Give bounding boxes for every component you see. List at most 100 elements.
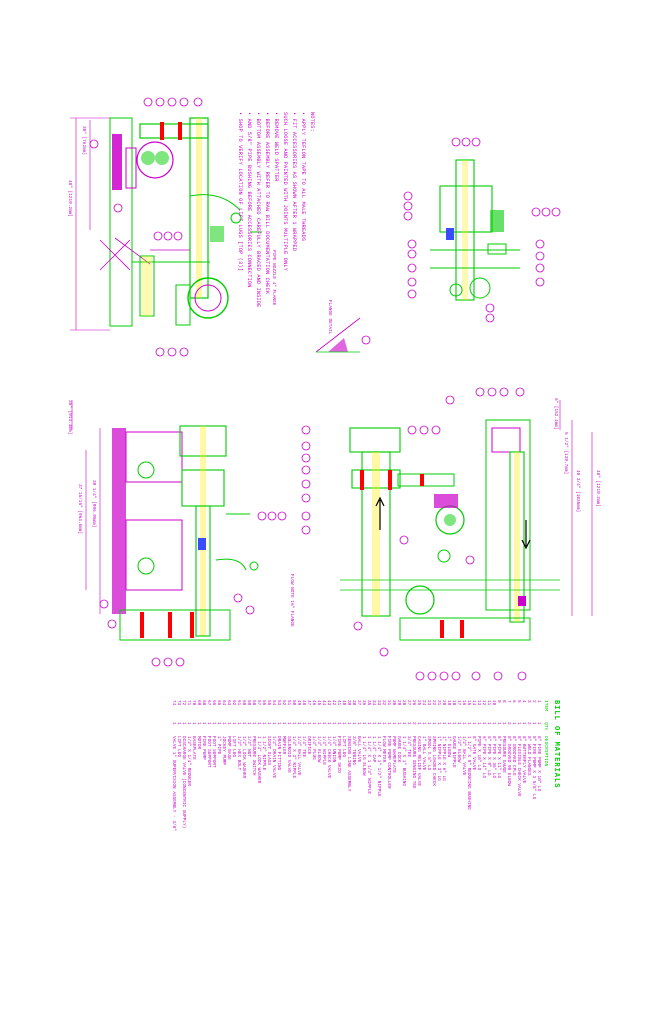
bom-qty: 1 (241, 722, 246, 725)
bom-description: PUMP NAMEPLATE (391, 736, 396, 773)
bom-item-number: 20 (441, 700, 446, 706)
note-line: • SHOP TO VERIFY LOCATION OF LIFT LUGS [… (237, 112, 243, 272)
note-line: • APPLY TEFLON TAPE TO ALL MALE THREADS (300, 112, 306, 242)
flange-detail-label: FLANGE DETAIL (327, 300, 332, 335)
top-right-detail-view (403, 137, 561, 323)
bom-qty: 1 (306, 722, 311, 725)
bom-item-number: 42 (331, 700, 336, 706)
bom-qty: 1 (266, 722, 271, 725)
bom-item-number: 66 (211, 700, 216, 706)
bom-description: 1/2" BALL VALVE (461, 736, 466, 776)
bom-description: PIPE X 10" LG (476, 736, 481, 771)
bom-qty: 1 (281, 722, 286, 725)
bom-item-number: 62 (231, 700, 236, 706)
bom-description: 1/4" UNION (331, 736, 336, 763)
bom-item-number: 24 (421, 700, 426, 706)
bom-item-number: 46 (311, 700, 316, 706)
bom-row: 1611/2" BALL VALVE (461, 700, 466, 831)
bom-item-number: 67 (206, 700, 211, 706)
bom-description: FIRE PUMP SKID (336, 736, 341, 773)
bom-item-number: 3 (526, 700, 531, 703)
bom-description: LIFT LUG (341, 736, 346, 758)
bom-row: 518" FLEXIBLE CHECK VALVE (516, 700, 521, 831)
bom-row: 728" GROOVED 90 ELBOW (506, 700, 511, 831)
bom-qty: 1 (486, 722, 491, 725)
bom-qty: 1 (481, 722, 486, 725)
bom-row: 6511" PIPE (216, 700, 221, 831)
bom-qty: 1 (176, 722, 181, 725)
bom-item-number: 19 (446, 700, 451, 706)
dim-left-bot1: 39 1/4" [996.95mm] (91, 480, 96, 528)
bom-item-number: 16 (461, 700, 466, 706)
bom-qty: 1 (436, 722, 441, 725)
bom-qty: 1 (406, 722, 411, 725)
bom-description: 1/2" LOCK WASHER (241, 736, 246, 779)
bom-item-number: 57 (256, 700, 261, 706)
bom-qty: 1 (366, 722, 371, 725)
bom-qty: 1 (326, 722, 331, 725)
bom-description: 6" PIPE X 14" LG (481, 736, 486, 779)
bom-description: PUMP BASE (226, 736, 231, 760)
bom-description: 1/4" TEE (301, 736, 306, 758)
bom-item-number: 7 (506, 700, 511, 703)
bom-item-number: 23 (426, 700, 431, 706)
bom-qty: 1 (376, 722, 381, 725)
bom-item-number: 38 (351, 700, 356, 706)
bom-row: 2011" NIPPLE X 6" LG (441, 700, 446, 831)
bom-qty: 1 (201, 722, 206, 725)
bom-qty: 1 (291, 722, 296, 725)
top-left-elevation-view (70, 97, 262, 357)
bom-item-number: 55 (266, 700, 271, 706)
bom-row: 181GAUGE NIPPLE (451, 700, 456, 831)
bom-item-number: 43 (326, 700, 331, 706)
bom-description: 8" BUTTERFLY VALVE (521, 736, 526, 784)
bom-qty: 1 (491, 722, 496, 725)
bom-description: 1 1/4" X 1" 1/2" NIPPLE (376, 736, 381, 797)
bom-qty: 1 (301, 722, 306, 725)
note-line: • BOTTOM ASSEMBLY WITH ATTACHED CAREFULL… (255, 112, 261, 308)
bom-row: 4511/4" ELBOW (316, 700, 321, 831)
bom-qty: 1 (276, 722, 281, 725)
dim-left-bot2: 37 15/16" [963.6mm] (77, 484, 82, 535)
note-line: • AND 5/8" PIPE BUSHING BEFORE ACCESSORI… (246, 112, 252, 288)
bottom-left-elevation-view (71, 400, 287, 667)
bom-description: 1" ELBOW (446, 736, 451, 758)
bom-description: ORIFICE (306, 736, 311, 755)
bom-row: 262PRESSURE SENSING TEE (411, 700, 416, 831)
bom-row: 4911/4" BALL VALVE (296, 700, 301, 831)
bom-description: 1 1/2" X 9" REDUCING BUSHING (466, 736, 471, 810)
bom-item-number: 49 (296, 700, 301, 706)
flow-note-label: FLOW NOTE 16" FLANGE (289, 574, 294, 627)
bom-row: 5011/4" X 3" NIPPLE (291, 700, 296, 831)
bom-item-number: 8 (501, 700, 506, 703)
bom-row: 418" BUTTERFLY VALVE (521, 700, 526, 831)
bom-row: 5611 1/2" NIPPLE (261, 700, 266, 831)
bom-description: VALVE 1" SUPERVISION ASSEMBLY - 3/8" (171, 736, 176, 831)
bom-row: 701BASEPLATE (191, 700, 196, 831)
bom-description: 3/8" TUBING (351, 736, 356, 765)
bom-qty: 1 (236, 722, 241, 725)
bom-row: 2811 1/4" X 1" BUSHING (401, 700, 406, 831)
bom-item-number: 11 (486, 700, 491, 706)
bom-description: GAUGE COCK (396, 736, 401, 763)
bom-header-item: ITEM (543, 700, 548, 712)
bom-qty: 1 (511, 722, 516, 725)
bom-item-number: 29 (396, 700, 401, 706)
bom-qty: 1 (431, 722, 436, 725)
bom-item-number: 50 (291, 700, 296, 706)
bom-qty: 1 (296, 722, 301, 725)
bom-qty: 2 (411, 722, 416, 725)
bill-of-materials: BILL OF MATERIALS ITEMQTYDESCRIPTION 118… (171, 700, 560, 831)
bom-qty: 1 (381, 722, 386, 725)
bom-row: 4611/4" PLUG (311, 700, 316, 831)
bom-description: 8" GROOVED CPLG (511, 736, 516, 776)
bom-description: 1/4" CHECK VALVE (326, 736, 331, 779)
bom-item-number: 14 (471, 700, 476, 706)
bom-row: 3311 1/4" X 1" 1/2" NIPPLE (376, 700, 381, 831)
bom-qty: 1 (206, 722, 211, 725)
bom-row: 311FIRE PUMP CONTROLLER (386, 700, 391, 831)
flange-detail (315, 317, 371, 353)
bom-qty: 1 (391, 722, 396, 725)
dim-right-2: 40 3/4" [1035mm] (575, 470, 580, 513)
bom-item-number: 27 (406, 700, 411, 706)
